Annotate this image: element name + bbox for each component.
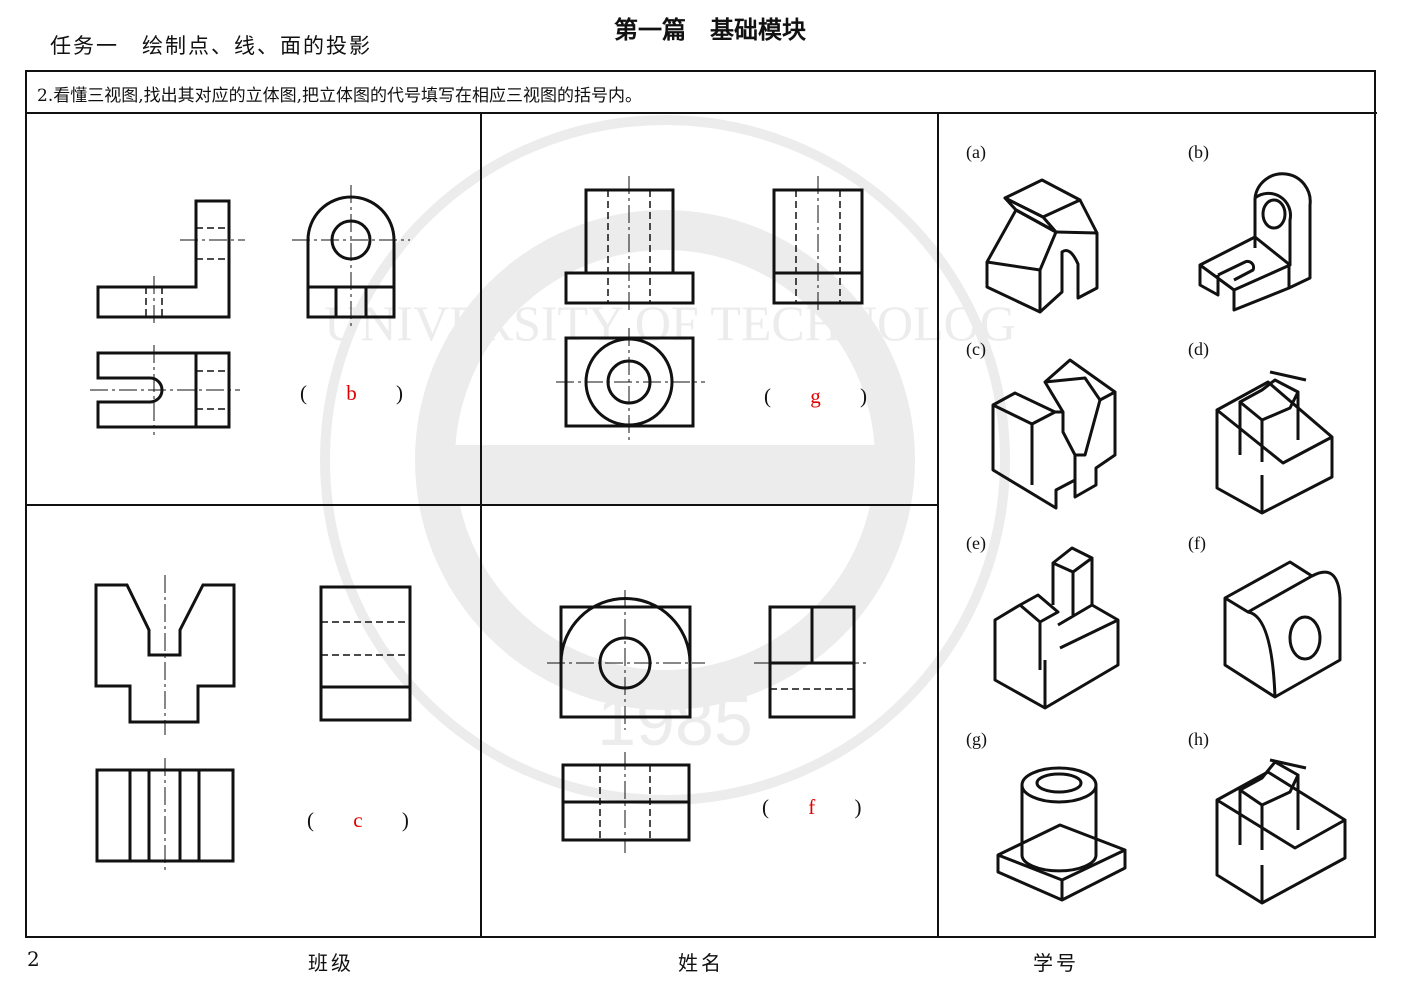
answer-value: f xyxy=(808,795,816,819)
views-problem-2 xyxy=(556,176,864,440)
task-title: 任务一 绘制点、线、面的投影 xyxy=(50,34,372,58)
isometric-figure-g xyxy=(996,766,1127,902)
answer-value: b xyxy=(346,381,357,405)
isometric-figure-e xyxy=(993,546,1120,710)
answer-value: g xyxy=(810,384,821,408)
instruction-text: 2.看懂三视图,找出其对应的立体图,把立体图的代号填写在相应三视图的括号内。 xyxy=(37,86,643,106)
section-title: 第一篇 基础模块 xyxy=(614,16,806,44)
isometric-figure-b xyxy=(1198,172,1312,312)
figure-label-c: (c) xyxy=(966,339,986,359)
isometric-figure-d xyxy=(1215,370,1334,515)
figure-label-d: (d) xyxy=(1188,339,1209,359)
figure-label-a: (a) xyxy=(966,142,986,162)
page-number: 2 xyxy=(27,947,43,971)
isometric-figure-a xyxy=(985,178,1099,314)
isometric-figure-c xyxy=(991,358,1117,510)
isometric-figure-f xyxy=(1223,560,1342,699)
figure-label-f: (f) xyxy=(1188,533,1206,553)
figure-label-b: (b) xyxy=(1188,142,1209,162)
isometric-figure-h xyxy=(1215,758,1347,905)
answer-problem-4[interactable]: ( f ) xyxy=(762,795,862,819)
answer-problem-2[interactable]: ( g ) xyxy=(764,384,867,408)
views-problem-3 xyxy=(94,575,412,872)
answer-problem-3[interactable]: ( c ) xyxy=(307,808,409,832)
views-problem-1 xyxy=(90,185,410,435)
name-label: 姓名 xyxy=(678,951,724,975)
views-problem-4 xyxy=(547,590,870,853)
student-id-label: 学号 xyxy=(1033,951,1079,975)
class-label: 班级 xyxy=(308,951,354,975)
answer-problem-1[interactable]: ( b ) xyxy=(300,381,403,405)
figure-label-h: (h) xyxy=(1188,729,1209,749)
answer-value: c xyxy=(353,808,363,832)
figure-label-e: (e) xyxy=(966,533,986,553)
figure-label-g: (g) xyxy=(966,729,987,749)
watermark-year: 1985 xyxy=(597,682,753,760)
